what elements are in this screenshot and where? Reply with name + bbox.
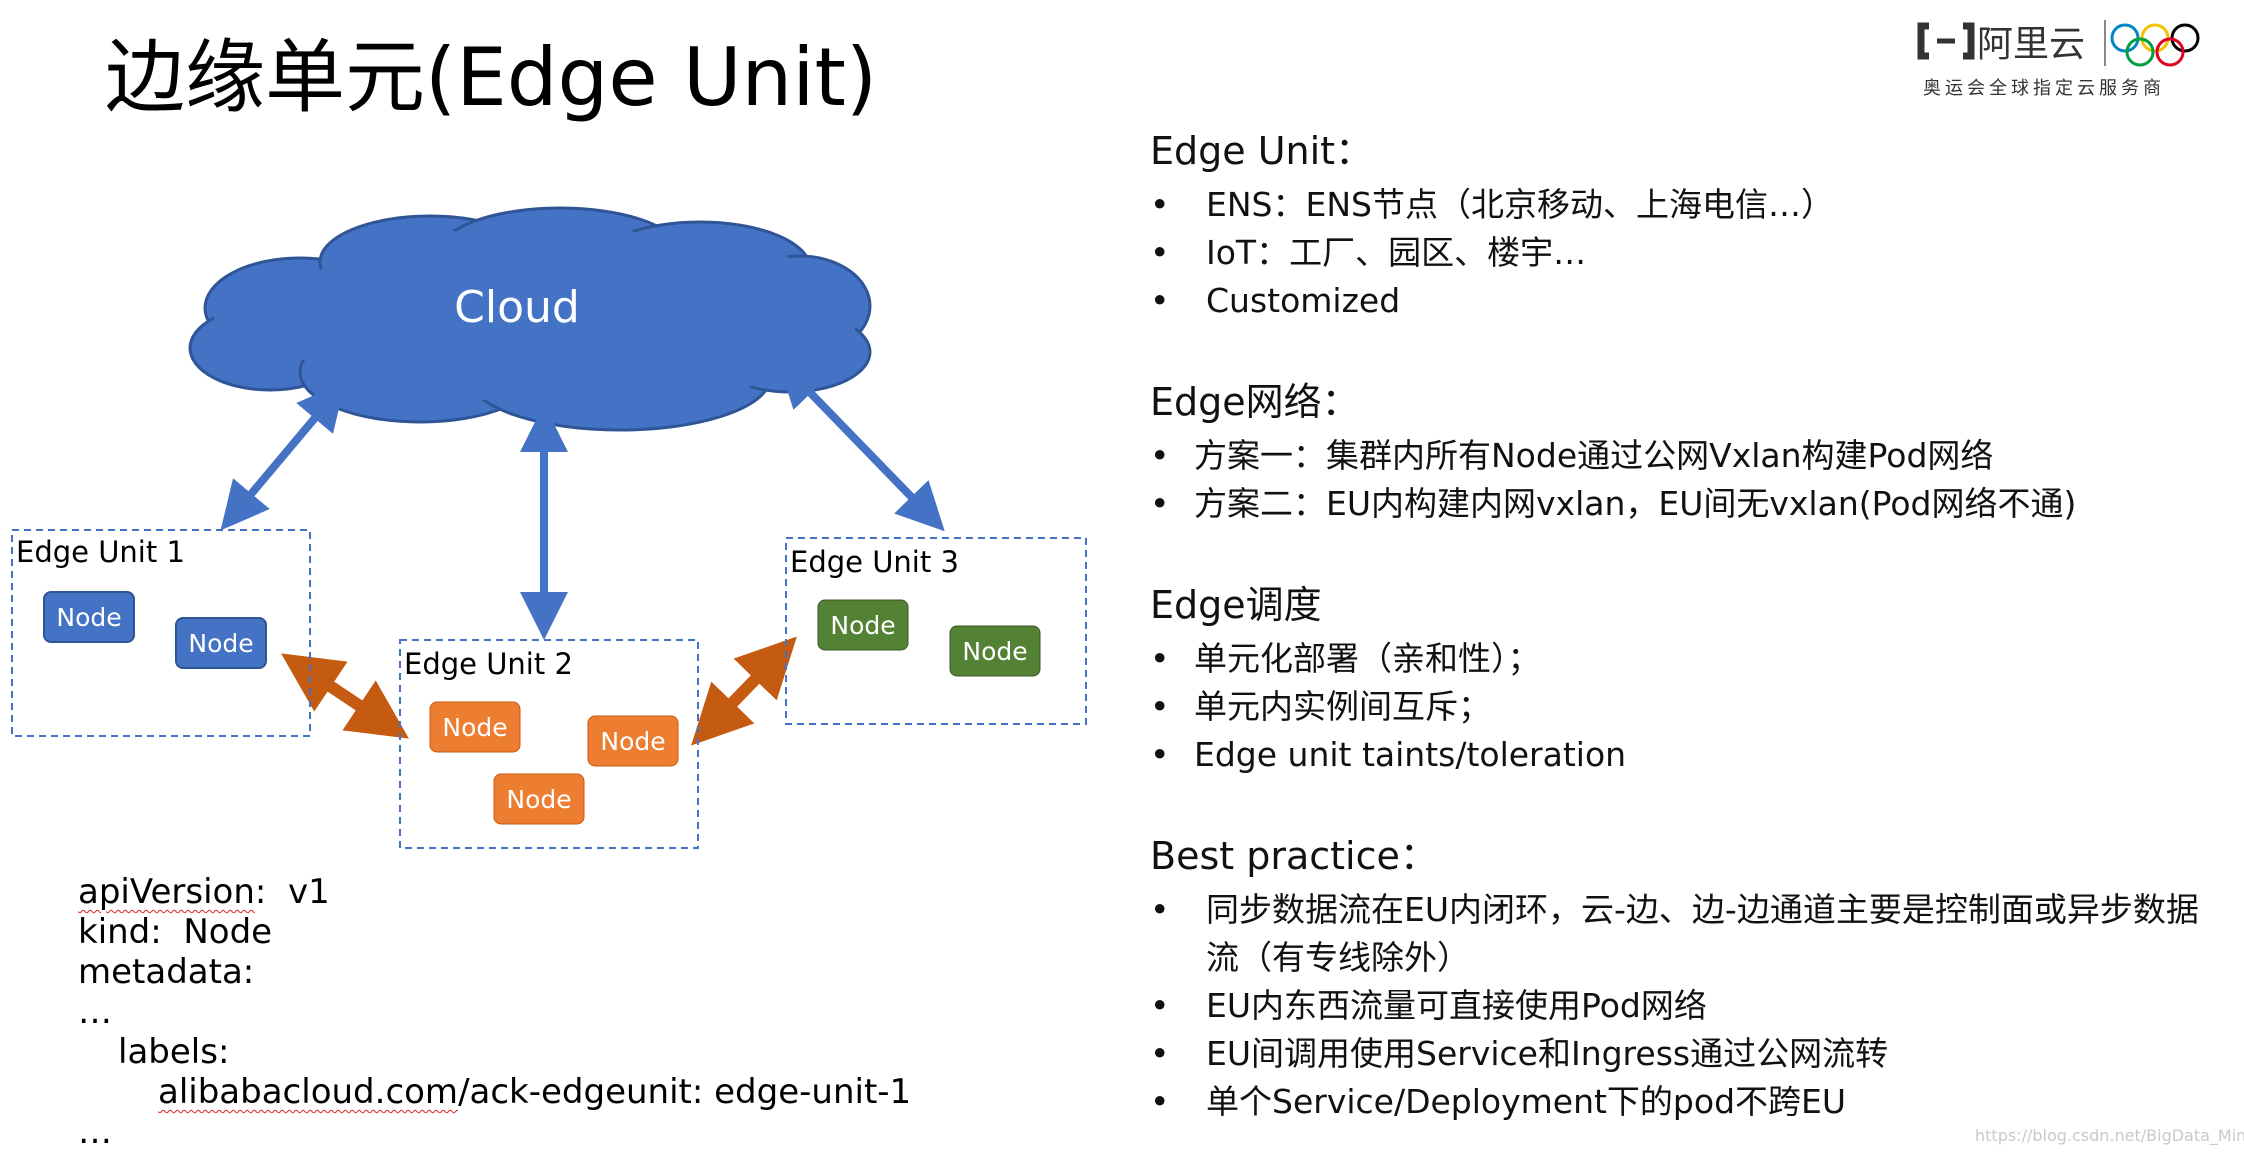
olympic-ring [2140,23,2170,53]
cloud-to-edge-unit-1-arrow [220,381,346,531]
edge-unit-list: •ENS：ENS节点（北京移动、上海电信…） •IoT：工厂、园区、楼宇… •C… [1150,181,2210,325]
edge-unit-2-label: Edge Unit 2 [404,647,573,681]
code-line-metadata: metadata: [78,952,255,992]
code-line-kind: kind: Node [78,912,273,952]
list-item: •单元化部署（亲和性）； [1150,639,1541,678]
list-item: •同步数据流在EU内闭环，云-边、边-边通道主要是控制面或异步数据流（有专线除外… [1150,890,2199,977]
list-item: •单个Service/Deployment下的pod不跨EU [1150,1082,1847,1121]
edge-unit-1-label: Edge Unit 1 [16,535,185,569]
node-box: Node [429,701,521,753]
section-title-edge-network: Edge网络： [1150,380,1360,424]
olympic-ring [2110,23,2140,53]
olympic-ring [2170,23,2200,53]
svg-text:Node: Node [442,713,507,742]
node-box: Node [175,617,267,669]
bracket-icon [1917,22,1975,60]
code-line-ellipsis: … [78,992,112,1032]
source-watermark: https://blog.csdn.net/BigData_Mining [1975,1126,2244,1145]
logo-brand-text: 阿里云 [1977,24,2085,65]
code-line-edgeunit-label: alibabacloud.com/ack-edgeunit: edge-unit… [158,1072,912,1112]
cloud-label: Cloud [454,282,580,333]
list-item: •单元内实例间互斥； [1150,687,1491,726]
node-box: Node [493,773,585,825]
edge-network-list: •方案一：集群内所有Node通过公网Vxlan构建Pod网络 •方案二：EU内构… [1150,432,2210,528]
svg-text:Node: Node [188,629,253,658]
node-box: Node [949,625,1041,677]
node-box: Node [587,715,679,767]
edge-scheduling-list: •单元化部署（亲和性）； •单元内实例间互斥； •Edge unit taint… [1150,635,2210,779]
svg-text:Node: Node [56,603,121,632]
olympic-ring [2125,37,2155,67]
right-text-panel: Edge Unit： •ENS：ENS节点（北京移动、上海电信…） •IoT：工… [1150,120,2210,1172]
svg-text:Node: Node [962,637,1027,666]
list-item: •Edge unit taints/toleration [1150,735,1627,774]
node-yaml-snippet: apiVersion: v1 kind: Node metadata: … la… [78,872,911,1152]
section-title-edge-unit: Edge Unit： [1150,129,1374,173]
alibaba-cloud-logo: 阿里云 奥运会全球指定云服务商 [1917,20,2200,99]
edge-unit-3: Edge Unit 3 Node Node [785,537,1087,725]
edge-unit-2: Edge Unit 2 Node Node Node [399,639,699,849]
edge-unit-diagram: Cloud Edge Unit 1 Node Node Edge Unit 2 … [11,206,1087,849]
node-box: Node [43,591,135,643]
code-line-ellipsis-end: … [78,1112,112,1152]
list-item: •方案二：EU内构建内网vxlan，EU间无vxlan(Pod网络不通) [1150,484,2077,523]
list-item: •Customized [1150,281,1401,320]
list-item: •IoT：工厂、园区、楼宇… [1150,233,1587,272]
olympic-rings-icon [2110,23,2200,67]
section-title-edge-scheduling: Edge调度 [1150,583,1322,627]
section-title-best-practice: Best practice： [1150,834,1438,878]
logo-subtitle: 奥运会全球指定云服务商 [1923,78,2165,99]
cloud-to-edge-unit-3-arrow [777,358,945,532]
edge-unit-3-label: Edge Unit 3 [790,545,959,579]
edge-unit-2-to-3-arrow [691,636,797,746]
edge-unit-1-to-2-arrow [281,653,409,739]
code-line-labels: labels: [118,1032,230,1072]
list-item: •方案一：集群内所有Node通过公网Vxlan构建Pod网络 [1150,436,1994,475]
svg-text:Node: Node [506,785,571,814]
best-practice-list: •同步数据流在EU内闭环，云-边、边-边通道主要是控制面或异步数据流（有专线除外… [1150,886,2210,1126]
code-line-apiversion: apiVersion: v1 [78,872,330,912]
list-item: •EU内东西流量可直接使用Pod网络 [1150,986,1707,1025]
svg-text:Node: Node [830,611,895,640]
list-item: •EU间调用使用Service和Ingress通过公网流转 [1150,1034,1889,1073]
slide-title: 边缘单元(Edge Unit) [105,31,878,124]
node-box: Node [817,599,909,651]
edge-unit-1: Edge Unit 1 Node Node [11,529,311,737]
svg-text:Node: Node [600,727,665,756]
list-item: •ENS：ENS节点（北京移动、上海电信…） [1150,185,1834,224]
olympic-ring [2155,37,2185,67]
